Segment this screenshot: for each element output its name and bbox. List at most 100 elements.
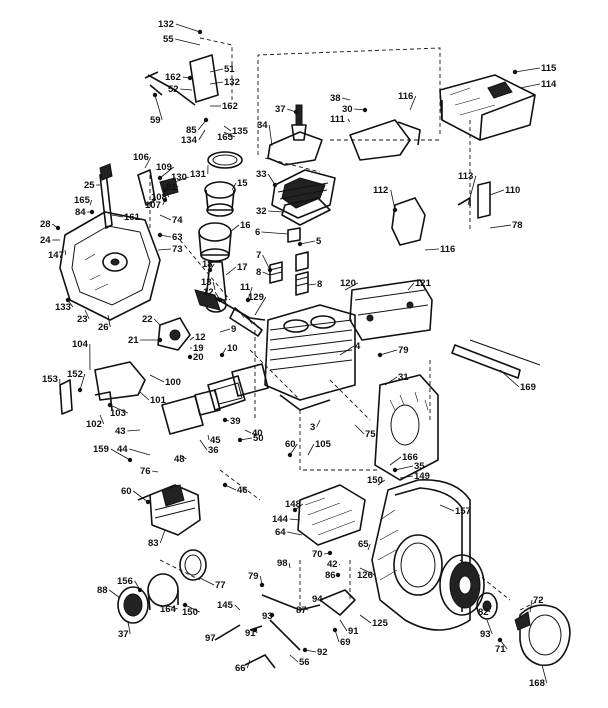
- part-number-label: 7: [256, 250, 261, 261]
- part-number-label: 150: [367, 475, 383, 486]
- part-callout: 19: [190, 343, 204, 354]
- part-callout: 107: [145, 199, 166, 211]
- part-callout: 15: [231, 178, 248, 191]
- part-callout: 38: [330, 93, 351, 104]
- leader-line: [84, 309, 90, 320]
- part-callout: 103: [109, 404, 128, 419]
- head-gasket: [281, 197, 331, 226]
- part-number-label: 131: [190, 169, 207, 180]
- part-number-label: 31: [398, 372, 409, 383]
- part-callout: 23: [77, 309, 90, 325]
- part-number-label: 93: [262, 611, 273, 622]
- leader-line: [489, 224, 512, 229]
- part-number-label: 6: [255, 227, 260, 238]
- leader-line: [144, 156, 152, 169]
- part-number-label: 60: [121, 486, 132, 497]
- leader-line: [289, 443, 298, 456]
- part-number-label: 116: [440, 244, 455, 255]
- part-number-label: 77: [215, 580, 226, 591]
- part-callout: 35: [394, 461, 425, 472]
- part-number-label: 50: [253, 433, 264, 444]
- part-callout: 106: [133, 152, 152, 169]
- part-callout: 10: [221, 343, 238, 356]
- leader-line: [467, 175, 477, 206]
- part-number-label: 92: [317, 647, 328, 658]
- leader-line: [219, 328, 231, 333]
- leader-line: [307, 443, 315, 456]
- leader-line: [439, 504, 455, 512]
- leader-line: [111, 214, 124, 218]
- crankcase-cover: [59, 211, 161, 321]
- leader-line: [519, 83, 541, 89]
- part-callout: 28: [40, 219, 59, 230]
- part-number-label: 21: [128, 335, 139, 346]
- cylinder-block: [264, 304, 356, 411]
- leader-line: [89, 199, 93, 206]
- leader-line: [268, 124, 273, 147]
- leader-line: [367, 543, 371, 551]
- leader-line: [261, 231, 289, 235]
- part-callout: 110: [489, 185, 520, 196]
- leader-line: [132, 490, 149, 503]
- part-number-label: 46: [237, 485, 248, 496]
- part-number-label: 66: [235, 663, 246, 674]
- part-callout: 145: [217, 600, 241, 611]
- leader-line: [324, 552, 331, 555]
- leader-line: [152, 470, 159, 473]
- leader-line: [134, 580, 141, 591]
- part-callout: 86: [325, 570, 338, 581]
- part-number-label: 97: [205, 633, 216, 644]
- part-callout: 24: [40, 235, 60, 246]
- part-number-label: 91: [245, 628, 256, 639]
- leader-line: [499, 639, 508, 650]
- part-number-label: 60: [285, 439, 296, 450]
- part-number-label: 12: [195, 332, 206, 343]
- leader-line: [149, 374, 165, 383]
- part-number-label: 107: [145, 200, 161, 211]
- part-number-label: 74: [172, 215, 183, 226]
- leader-line: [299, 240, 316, 245]
- part-number-label: 69: [340, 637, 351, 648]
- part-number-label: 28: [40, 219, 51, 230]
- part-number-label: 120: [340, 278, 356, 289]
- part-callout: 46: [224, 484, 248, 496]
- leader-line: [541, 664, 548, 684]
- intake-gaskets: [161, 363, 269, 435]
- leader-line: [294, 503, 304, 511]
- part-callout: 105: [307, 439, 332, 456]
- cover-plate: [267, 131, 323, 166]
- part-callout: 72: [529, 595, 544, 613]
- part-number-label: 8: [256, 267, 261, 278]
- part-number-label: 150: [182, 607, 198, 618]
- part-number-label: 144: [272, 514, 289, 525]
- part-number-label: 88: [97, 585, 108, 596]
- part-number-label: 32: [256, 206, 267, 217]
- part-callout: 32: [256, 206, 283, 217]
- leader-line: [198, 129, 206, 141]
- part-callout: 63: [159, 232, 183, 243]
- leader-line: [110, 448, 131, 461]
- part-number-label: 110: [505, 185, 520, 196]
- part-number-label: 165: [74, 195, 91, 206]
- leader-line: [221, 347, 227, 356]
- part-callout: 133: [55, 299, 74, 313]
- part-callout: 31: [384, 372, 409, 386]
- part-number-label: 109: [156, 162, 172, 173]
- part-number-label: 112: [373, 185, 388, 196]
- part-callout: 162: [210, 101, 238, 112]
- control-bracket: [349, 119, 421, 161]
- part-callout: 87: [296, 605, 309, 616]
- part-number-label: 162: [222, 101, 238, 112]
- part-number-label: 8: [317, 279, 322, 290]
- part-callout: 18: [202, 259, 215, 271]
- part-number-label: 35: [414, 461, 425, 472]
- part-number-label: 44: [117, 444, 128, 455]
- muffler: [349, 279, 433, 341]
- part-number-label: 116: [398, 91, 413, 102]
- leader-line: [339, 345, 355, 356]
- leader-line: [212, 281, 216, 291]
- part-number-label: 82: [478, 607, 489, 618]
- part-number-label: 40: [252, 428, 263, 439]
- part-number-label: 149: [414, 471, 430, 482]
